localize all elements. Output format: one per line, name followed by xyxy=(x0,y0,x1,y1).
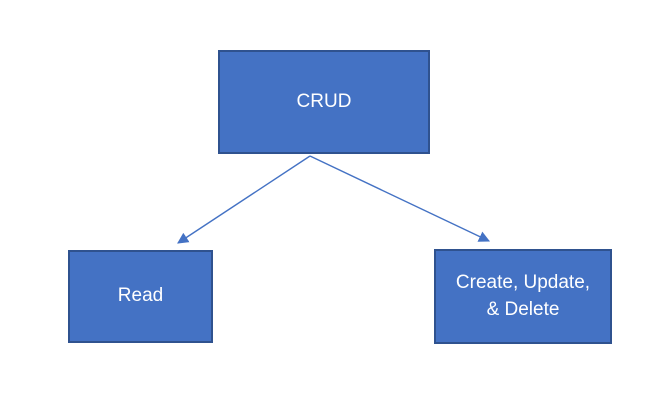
edge-crud-to-read xyxy=(177,155,311,244)
node-read: Read xyxy=(68,250,213,343)
node-crud-label: CRUD xyxy=(296,90,352,112)
node-create-update-delete: Create, Update, & Delete xyxy=(434,249,612,344)
edge-crud-to-create-update-delete xyxy=(309,155,491,242)
node-read-label: Read xyxy=(117,285,164,307)
node-crud: CRUD xyxy=(218,50,430,154)
node-create-update-delete-label: Create, Update, & Delete xyxy=(455,272,591,320)
